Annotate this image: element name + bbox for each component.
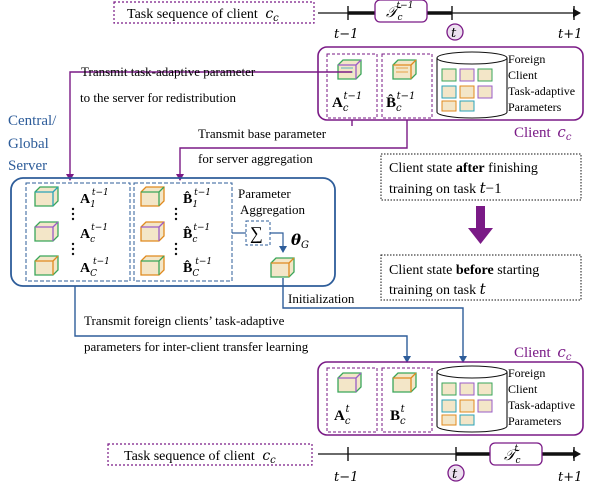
arrow-task-adaptive-text: Transmit task-adaptive parameter to the … [80,64,259,105]
client-bottom-frame [317,361,584,436]
server-B-ellipsis [174,207,178,256]
client-top-foreign-text: Foreign Client Task-adaptive Parameters [508,52,578,114]
state-after-text: Client state after finishing training on… [389,161,541,197]
cube-icon [140,221,165,242]
arrow-task-adaptive: Transmit task-adaptive parameter to the … [66,64,353,181]
server-A-label-c: Act−1 [80,223,108,245]
task-box-bottom [489,442,543,466]
cube-icon [270,257,295,278]
state-transition-arrow [468,206,493,244]
client-top-B-label: B̂ct−1 [386,91,415,114]
arrow-initialization-text: Initialization [288,291,355,306]
server-frame [10,177,336,287]
task-label-bottom: 𝒯ct [504,444,521,466]
client-top-frame [317,46,584,121]
database-icon [436,365,508,433]
arrow-initialization: Initialization [282,278,467,363]
state-before-text: Client state before starting training on… [389,263,543,298]
tick-next-bottom: t+1 [558,470,582,485]
state-after-box: Client state after finishing training on… [380,153,582,201]
client-bottom-title: Client cc [514,343,572,363]
client-bottom-A-label: Act [334,404,351,427]
client-bottom-foreign-text: Foreign Client Task-adaptive Parameters [508,366,578,428]
tick-now-top: t [451,26,457,41]
arrow-foreign-text: Transmit foreign clients’ task-adaptive … [84,313,309,354]
client-top-A-label: Act−1 [332,91,362,114]
theta-label: θG [291,231,309,251]
aggregation-label: Parameter Aggregation [238,186,305,217]
timeline-top: Task sequence of client cc 𝒯ct−1 t−1 t t… [113,0,582,42]
server-B-label-1: B̂1t−1 [183,188,211,210]
timeline-top-label: Task sequence of client cc [127,6,279,24]
tick-now-marker-bottom [447,464,465,482]
arrow-foreign: Transmit foreign clients’ task-adaptive … [74,286,411,363]
cube-icon [34,221,59,242]
server-A-ellipsis [71,207,75,256]
server-B-label-C: B̂Ct−1 [183,257,212,279]
cube-icon [140,255,165,276]
tick-now-marker-top [446,23,464,41]
cube-icon [392,372,417,393]
database-icon [436,51,508,119]
timeline-bottom-label: Task sequence of client cc [124,448,276,466]
cube-icon [34,255,59,276]
server-A-label-C: ACt−1 [80,257,110,279]
tick-prev-top: t−1 [334,27,358,42]
cube-icon [34,186,59,207]
arrow-base-text: Transmit base parameter for server aggre… [198,126,329,166]
cube-icon [140,186,165,207]
client-bottom: Client cc Act Bct [317,343,584,436]
timeline-bottom-label-box [107,443,313,466]
cube-icon [337,59,362,80]
server-A-label-1: A1t−1 [80,188,109,210]
client-top-title: Client cc [514,123,572,143]
client-top: Act−1 B̂ct−1 Foreign Client Task-adaptiv… [317,46,584,143]
client-bottom-B-label: Bct [390,404,406,427]
cube-icon [392,59,417,80]
task-box-top [374,0,428,23]
cube-icon [337,372,362,393]
timeline-top-label-box [113,1,315,24]
sum-symbol: ∑ [250,223,263,243]
server: Central/ Global Server A1t−1 Act−1 ACt−1 [8,113,336,287]
server-title: Central/ Global Server [8,113,60,174]
timeline-bottom: Task sequence of client cc 𝒯ct t−1 t t+1 [107,442,582,485]
server-B-label-c: B̂ct−1 [183,223,210,245]
tick-prev-bottom: t−1 [334,470,358,485]
tick-now-bottom: t [452,467,458,482]
tick-next-top: t+1 [558,27,582,42]
task-label-top: 𝒯ct−1 [386,1,413,23]
state-before-box: Client state before starting training on… [380,254,582,301]
arrow-base: Transmit base parameter for server aggre… [176,120,408,181]
